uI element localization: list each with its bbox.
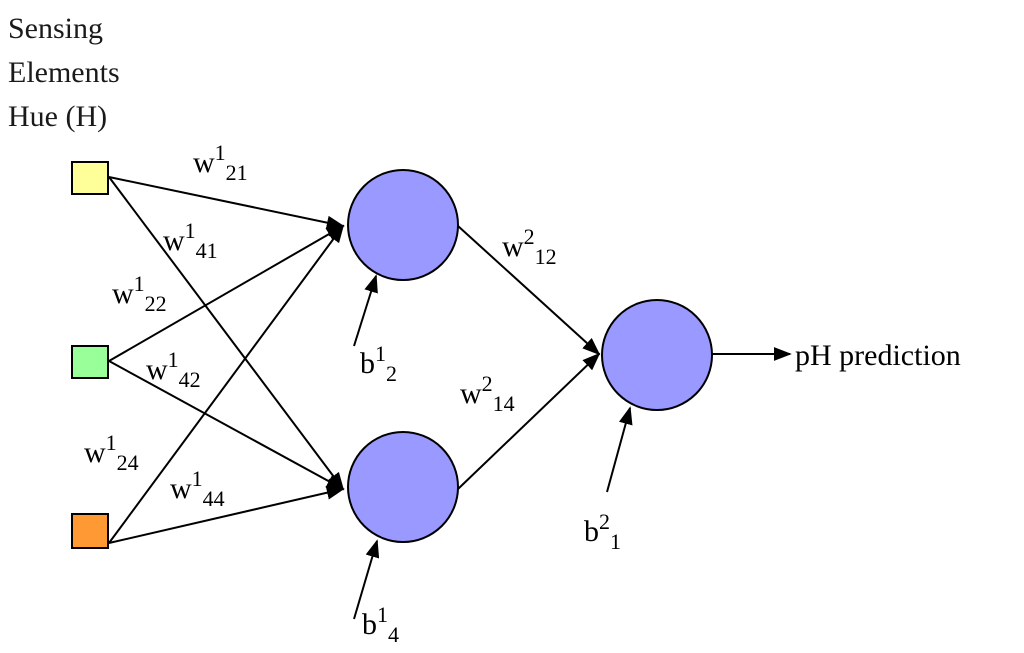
input-node-1	[71, 161, 109, 195]
edge-in1-h1	[108, 176, 345, 230]
edge-in2-h2	[108, 360, 345, 490]
bias-label-b1-2: b12	[360, 341, 397, 386]
input-hidden-connections	[108, 176, 345, 544]
edge-h1-out	[457, 225, 601, 356]
bias-label-b2-1: b21	[584, 509, 621, 554]
bias-arrow-h2	[353, 539, 380, 620]
hidden-neuron-2	[347, 431, 459, 543]
edge-in3-h2	[108, 485, 345, 544]
output-label: pH prediction	[795, 339, 961, 372]
weight-label-w2-12: w212	[502, 224, 557, 269]
weight-label-w1-44: w144	[170, 466, 225, 511]
weight-label-w2-14: w214	[460, 371, 515, 416]
bias-arrow-h1	[353, 274, 378, 347]
weight-label-w1-24: w124	[84, 430, 139, 475]
input-node-2	[71, 345, 109, 379]
edge-h2-out	[457, 352, 601, 490]
weight-label-w1-41: w141	[163, 218, 218, 263]
bias-label-b1-4: b14	[362, 602, 399, 647]
title-line-3: Hue (H)	[8, 100, 107, 133]
edge-in3-h1	[108, 224, 345, 544]
bias-arrows	[353, 274, 633, 620]
bias-arrow-out	[606, 406, 633, 493]
hidden-output-connections	[457, 225, 792, 490]
title-line-2: Elements	[8, 56, 120, 89]
weight-label-w1-21: w121	[193, 140, 248, 185]
weight-label-w1-22: w122	[112, 271, 167, 316]
input-node-3	[71, 513, 109, 549]
hidden-neuron-1	[347, 169, 459, 281]
edge-in1-h2	[108, 176, 345, 491]
output-neuron	[601, 299, 713, 411]
edge-in2-h1	[108, 225, 345, 362]
weight-label-w1-42: w142	[146, 347, 201, 392]
title-line-1: Sensing	[8, 12, 103, 45]
